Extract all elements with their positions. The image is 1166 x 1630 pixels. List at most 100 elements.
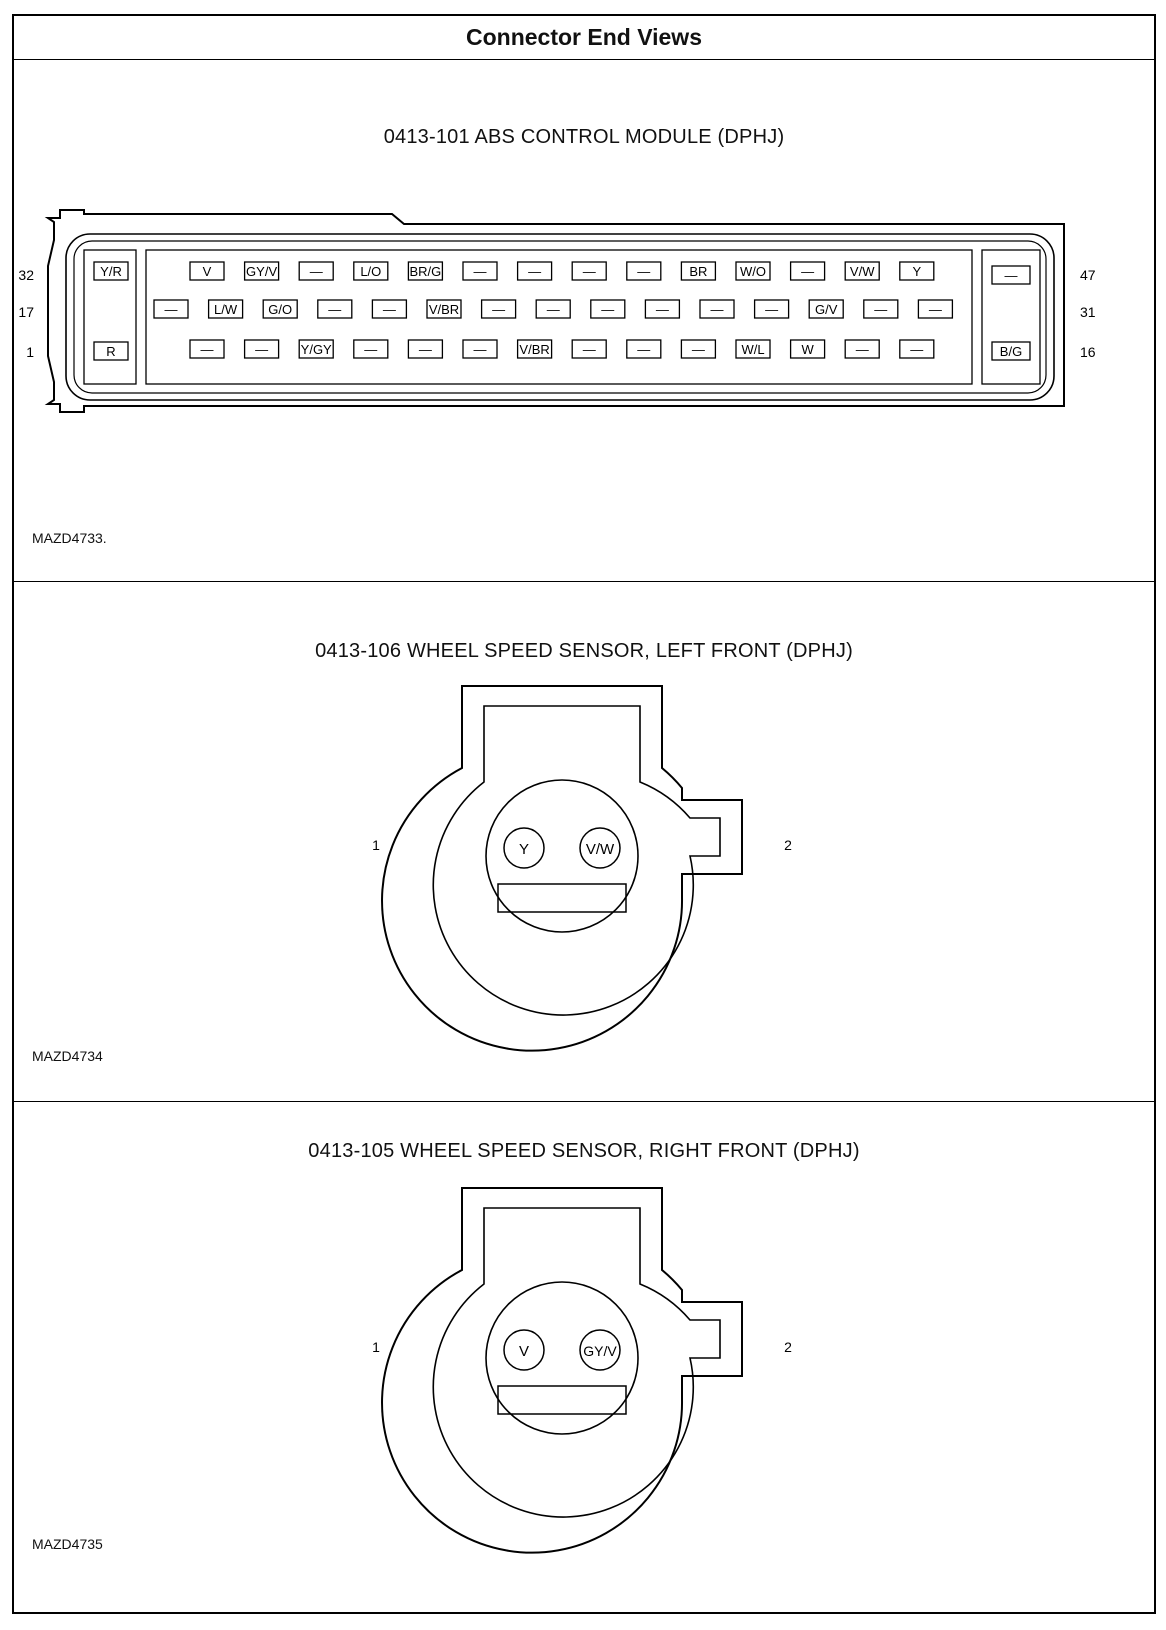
abs-cavity-top-2-box xyxy=(243,261,280,281)
lf-key-bar xyxy=(497,883,627,913)
abs-cavity-top-6-box xyxy=(462,261,498,281)
abs-cavity-mid-3-label: G/O xyxy=(268,302,292,317)
abs-right-block xyxy=(981,249,1041,385)
abs-cavity-top-14-box xyxy=(899,261,935,281)
abs-cavity-mid-10-box xyxy=(644,299,681,319)
abs-cavity-bot-8-label: — xyxy=(583,342,596,357)
abs-cavity-bot-1-label: — xyxy=(201,342,214,357)
abs-cavity-bot-12-box xyxy=(789,339,826,359)
abs-cavity-mid-15-label: — xyxy=(929,302,942,317)
abs-cavity-bot-10-label: — xyxy=(692,342,705,357)
abs-cavity-top-8-box xyxy=(571,261,607,281)
abs-main-block xyxy=(145,249,973,385)
rf-housing-inner xyxy=(432,1207,721,1518)
abs-cavity-bot-2-box xyxy=(243,339,280,359)
abs-housing-outline xyxy=(44,209,1065,413)
abs-cavity-top-1-box xyxy=(189,261,225,281)
abs-cavity-mid-8-box xyxy=(535,299,571,319)
abs-cavity-left-bot-box xyxy=(93,341,129,361)
abs-cavity-top-12-label: — xyxy=(801,264,814,279)
abs-cavity-bot-8-box xyxy=(571,339,607,359)
abs-cavity-mid-9-box xyxy=(590,299,626,319)
abs-figure-code: MAZD4733. xyxy=(32,530,107,546)
abs-cavity-top-11-box xyxy=(735,261,771,281)
abs-pin-label-32: 32 xyxy=(18,267,34,283)
abs-cavity-right-bot-label: B/G xyxy=(1000,344,1022,359)
abs-cavity-mid-4-label: — xyxy=(328,302,341,317)
abs-cavity-mid-13-label: G/V xyxy=(815,302,838,317)
abs-cavity-bot-4-label: — xyxy=(364,342,377,357)
abs-cavity-top-12-box xyxy=(789,261,826,281)
lf-terminal-2 xyxy=(579,827,621,869)
lf-terminal-1 xyxy=(503,827,545,869)
abs-cavity-bot-14-box xyxy=(899,339,935,359)
lf-sensor-diagram: Y V/W 1 2 xyxy=(372,685,792,1052)
abs-cavity-bot-6-label: — xyxy=(474,342,487,357)
lf-housing-outline xyxy=(381,685,743,1052)
abs-cavity-top-10-label: BR xyxy=(689,264,707,279)
abs-cavity-bot-10-box xyxy=(680,339,717,359)
lf-sensor-title: 0413-106 WHEEL SPEED SENSOR, LEFT FRONT … xyxy=(315,640,853,662)
abs-cavity-bot-3-label: Y/GY xyxy=(301,342,332,357)
rf-wire-1-label: V xyxy=(519,1343,529,1360)
abs-cavity-mid-3-box xyxy=(262,299,298,319)
abs-connector-title: 0413-101 ABS CONTROL MODULE (DPHJ) xyxy=(383,126,785,148)
rf-contact-face xyxy=(485,1281,639,1435)
abs-cavity-top-13-box xyxy=(844,261,880,281)
abs-cavity-top-4-box xyxy=(353,261,389,281)
abs-cavity-top-11-label: W/O xyxy=(740,264,766,279)
abs-cavity-mid-11-label: — xyxy=(711,302,724,317)
rf-sensor-diagram: V GY/V 1 2 xyxy=(372,1187,792,1554)
abs-cavity-top-9-box xyxy=(626,261,662,281)
abs-cavity-top-7-box xyxy=(516,261,553,281)
abs-cavity-bot-7-label: V/BR xyxy=(519,342,549,357)
abs-pin-label-16: 16 xyxy=(1080,344,1096,360)
abs-cavity-bot-11-label: W/L xyxy=(741,342,764,357)
lf-contact-face xyxy=(485,779,639,933)
abs-cavity-bot-3-box xyxy=(298,339,334,359)
abs-cavity-bot-13-box xyxy=(844,339,880,359)
lf-wire-2-label: V/W xyxy=(586,841,615,858)
abs-cavity-mid-13-box xyxy=(808,299,844,319)
lf-sensor-panel: 0413-106 WHEEL SPEED SENSOR, LEFT FRONT … xyxy=(14,582,1154,1102)
abs-cavity-right-bot-box xyxy=(991,341,1031,361)
rf-terminal-2 xyxy=(579,1329,621,1371)
abs-cavity-mid-12-label: — xyxy=(765,302,778,317)
abs-cavity-mid-7-label: — xyxy=(492,302,505,317)
abs-cavity-top-9-label: — xyxy=(637,264,650,279)
abs-left-block xyxy=(83,249,137,385)
abs-cavity-mid-12-box xyxy=(753,299,790,319)
abs-pin-label-47: 47 xyxy=(1080,267,1096,283)
abs-cavity-bot-5-label: — xyxy=(419,342,432,357)
abs-cavity-top-10-box xyxy=(680,261,717,281)
abs-cavity-bot-14-label: — xyxy=(910,342,923,357)
rf-terminal-1 xyxy=(503,1329,545,1371)
abs-cavity-mid-1-box xyxy=(153,299,189,319)
abs-cavity-top-14-label: Y xyxy=(912,264,921,279)
rf-housing-outline xyxy=(381,1187,743,1554)
abs-cavity-mid-10-label: — xyxy=(656,302,669,317)
abs-cavity-right-top-box xyxy=(991,265,1031,285)
abs-cavity-bot-4-box xyxy=(353,339,389,359)
abs-cavity-top-13-label: V/W xyxy=(850,264,875,279)
abs-cavity-bot-9-box xyxy=(626,339,662,359)
rf-sensor-panel: 0413-105 WHEEL SPEED SENSOR, RIGHT FRONT… xyxy=(14,1102,1154,1612)
abs-cavity-mid-11-box xyxy=(699,299,735,319)
abs-cavity-left-top-box xyxy=(93,261,129,281)
abs-cavity-bot-5-box xyxy=(407,339,444,359)
abs-pin-label-1: 1 xyxy=(26,344,34,360)
page-frame: Connector End Views 0413-101 ABS CONTROL… xyxy=(12,14,1156,1614)
abs-housing-inner xyxy=(65,233,1055,401)
abs-cavity-mid-15-box xyxy=(917,299,954,319)
abs-cavity-mid-9-label: — xyxy=(601,302,614,317)
rf-figure-code: MAZD4735 xyxy=(32,1536,103,1552)
abs-cavity-top-6-label: — xyxy=(474,264,487,279)
abs-cavity-bot-1-box xyxy=(189,339,225,359)
abs-cavity-top-2-label: GY/V xyxy=(246,264,277,279)
rf-pin-2-label: 2 xyxy=(784,1339,792,1355)
abs-cavity-bot-9-label: — xyxy=(637,342,650,357)
abs-cavity-mid-2-label: L/W xyxy=(214,302,238,317)
abs-cavity-right-top-label: — xyxy=(1005,268,1018,283)
abs-cavity-mid-4-box xyxy=(317,299,353,319)
